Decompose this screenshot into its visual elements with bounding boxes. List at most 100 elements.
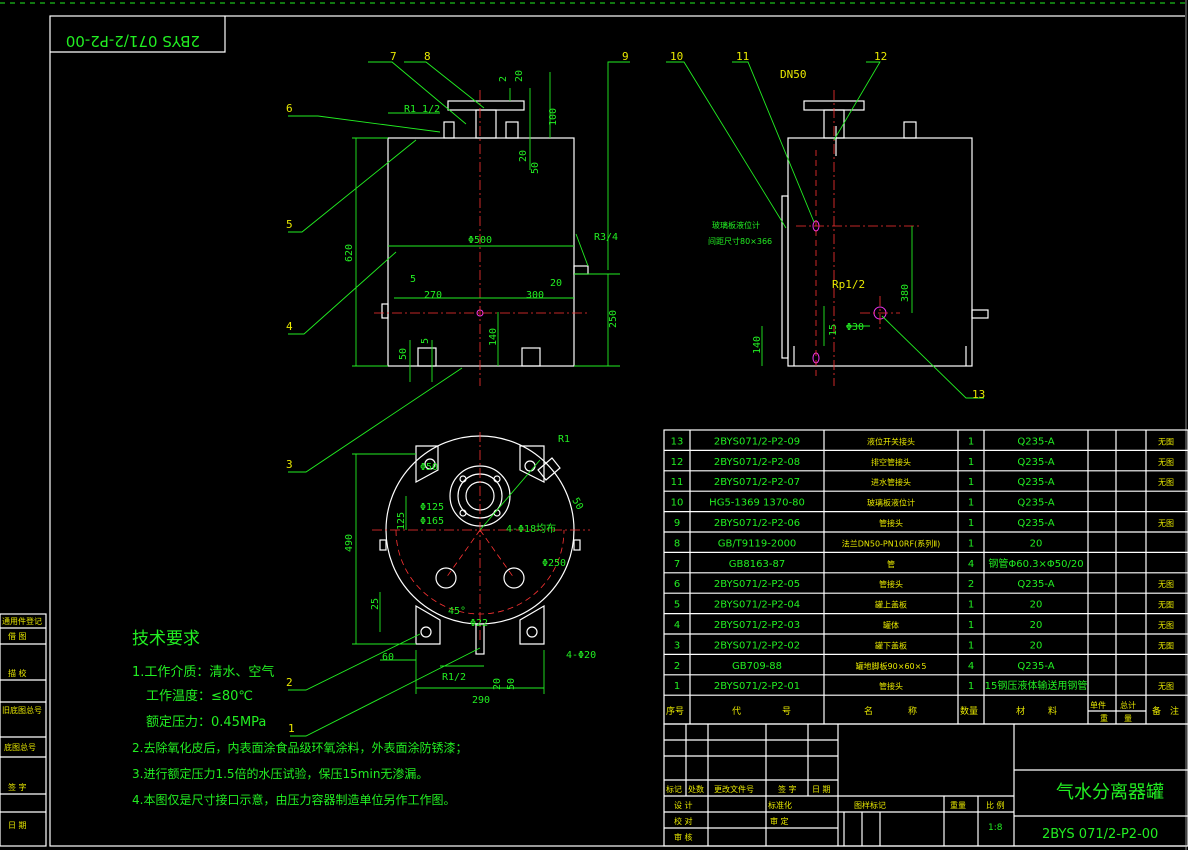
front-dim-7: Φ500 bbox=[468, 235, 492, 246]
bom-h-unit: 单件 bbox=[1090, 700, 1106, 710]
front-dim-13: 250 bbox=[608, 310, 619, 328]
front-view: R1 1/2 2 20 100 20 50 620 Φ500 R3/4 20 5… bbox=[344, 70, 620, 386]
bom-cell: 无图 bbox=[1158, 519, 1174, 528]
bom-cell: 9 bbox=[674, 518, 680, 529]
tb-scale: 1:8 bbox=[988, 823, 1003, 833]
bom-cell: Q235-A bbox=[1017, 518, 1054, 529]
balloon-5: 5 bbox=[286, 218, 293, 231]
leaders bbox=[288, 61, 984, 737]
bom-cell: 无图 bbox=[1158, 621, 1174, 630]
tb-row-0: 设 计 bbox=[674, 800, 693, 810]
bom-h-mat2: 料 bbox=[1048, 705, 1057, 717]
drawing-code: 2BYS 071/2-P2-00 bbox=[1042, 827, 1158, 842]
tb-row-2: 审 核 bbox=[674, 832, 693, 842]
bom-cell: 6 bbox=[674, 579, 680, 590]
bom-cell: 1 bbox=[968, 457, 974, 468]
bom-cell: 1 bbox=[968, 620, 974, 631]
bom-cell: 4 bbox=[968, 559, 974, 570]
balloon-4: 4 bbox=[286, 320, 293, 333]
bom-cell: 4 bbox=[674, 620, 680, 631]
title-block: 标记 处数 更改文件号 签 字 日 期 设 计 校 对 审 核 标准化 审 定 … bbox=[663, 723, 1188, 847]
bom-cell: 2BYS071/2-P2-02 bbox=[714, 640, 800, 651]
bom-cell: 11 bbox=[671, 477, 684, 488]
bom-cell: 进水管接头 bbox=[871, 477, 911, 487]
top-dim-16: 4-Φ20 bbox=[566, 650, 596, 661]
bom-cell: 1 bbox=[968, 681, 974, 692]
balloon-9: 9 bbox=[622, 50, 629, 63]
bom-cell: 1 bbox=[968, 640, 974, 651]
bom-cell: 20 bbox=[1030, 538, 1043, 549]
bom-cell: Q235-A bbox=[1017, 579, 1054, 590]
balloon-1: 1 bbox=[288, 722, 295, 735]
bom-cell: 2BYS071/2-P2-09 bbox=[714, 436, 800, 447]
top-dim-15: 290 bbox=[472, 695, 490, 706]
bom-cell: 无图 bbox=[1158, 601, 1174, 610]
side-dim-1: 玻璃板液位计 bbox=[712, 220, 760, 230]
front-dim-2: 20 bbox=[514, 70, 525, 82]
front-dim-12: 300 bbox=[526, 290, 544, 301]
side-dim-7: 140 bbox=[752, 336, 763, 354]
bom-h-wt2: 量 bbox=[1124, 714, 1132, 723]
bom-cell: 无图 bbox=[1158, 437, 1174, 446]
bom-cell: 无图 bbox=[1158, 580, 1174, 589]
tb-h-2: 更改文件号 bbox=[714, 784, 754, 794]
bom-cell: 20 bbox=[1030, 640, 1043, 651]
bom-cell: 2BYS071/2-P2-01 bbox=[714, 681, 800, 692]
bom-cell: Q235-A bbox=[1017, 498, 1054, 509]
bom-cell: 无图 bbox=[1158, 478, 1174, 487]
top-dim-2: Φ125 bbox=[420, 502, 444, 513]
bom-cell: 2 bbox=[968, 579, 974, 590]
top-dim-3: Φ165 bbox=[420, 516, 444, 527]
bom-cell: 20 bbox=[1030, 600, 1043, 611]
front-dim-14: 140 bbox=[488, 328, 499, 346]
bom-cell: 10 bbox=[671, 498, 684, 509]
front-dim-0: R1 1/2 bbox=[404, 104, 440, 115]
strip-3: 旧底图总号 bbox=[2, 705, 42, 715]
bom-h-mat1: 材 bbox=[1016, 705, 1025, 717]
strip-6: 日 期 bbox=[8, 821, 27, 830]
top-dim-0: R1 bbox=[558, 434, 570, 445]
bom-cell: 管接头 bbox=[879, 579, 903, 589]
top-dim-13: 20 bbox=[492, 678, 503, 690]
bom-cell: 排空管接头 bbox=[871, 457, 911, 467]
side-dim-3: Rp1/2 bbox=[832, 278, 865, 291]
tb-h-0: 标记 bbox=[666, 784, 682, 794]
bom-cell: Q235-A bbox=[1017, 436, 1054, 447]
bom-cell: Q235-A bbox=[1017, 457, 1054, 468]
front-dim-1: 2 bbox=[498, 76, 509, 82]
bom-cell: 管接头 bbox=[879, 681, 903, 691]
top-dim-11: 60 bbox=[382, 652, 394, 663]
tb-h-4: 日 期 bbox=[812, 785, 831, 794]
balloon-labels: 7 8 9 6 5 4 3 2 1 10 11 12 13 bbox=[286, 50, 985, 735]
bom-h-total: 总计 bbox=[1120, 700, 1136, 710]
bom-cell: 管接头 bbox=[879, 518, 903, 528]
tech-line-6: 4.本图仅是尺寸接口示意，由压力容器制造单位另作工作图。 bbox=[132, 792, 455, 807]
side-dim-4: 380 bbox=[900, 284, 911, 302]
bom-cell: 7 bbox=[674, 559, 680, 570]
bom-cell: 1 bbox=[968, 477, 974, 488]
bom-cell: 无图 bbox=[1158, 682, 1174, 691]
bom-cell: Q235-A bbox=[1017, 661, 1054, 672]
bom-cell: 2BYS071/2-P2-05 bbox=[714, 579, 800, 590]
balloon-13: 13 bbox=[972, 388, 985, 401]
left-strip: 通用件登记 借 图 描 校 旧底图总号 底图总号 签 字 日 期 bbox=[0, 613, 47, 847]
bom-cell: 液位开关接头 bbox=[867, 436, 915, 446]
top-dim-12: R1/2 bbox=[442, 672, 466, 683]
top-dim-17: 50 bbox=[569, 496, 585, 512]
bom-cell: 2BYS071/2-P2-06 bbox=[714, 518, 800, 529]
balloon-11: 11 bbox=[736, 50, 749, 63]
top-dim-8: 25 bbox=[370, 598, 381, 610]
tech-line-1: 1.工作介质：清水、空气 bbox=[132, 664, 274, 680]
tech-line-3: 额定压力：0.45MPa bbox=[146, 715, 266, 730]
tb-std: 标准化 bbox=[768, 800, 792, 810]
bom-cell: 1 bbox=[968, 436, 974, 447]
strip-4: 底图总号 bbox=[4, 742, 36, 752]
front-dim-15: 50 bbox=[398, 348, 409, 360]
front-dim-11: 270 bbox=[424, 290, 442, 301]
bom-cell: 罐体 bbox=[883, 620, 899, 630]
bom-cell: 1 bbox=[968, 538, 974, 549]
bom-cell: 2 bbox=[674, 661, 680, 672]
bom-cell: GB709-88 bbox=[732, 661, 782, 672]
